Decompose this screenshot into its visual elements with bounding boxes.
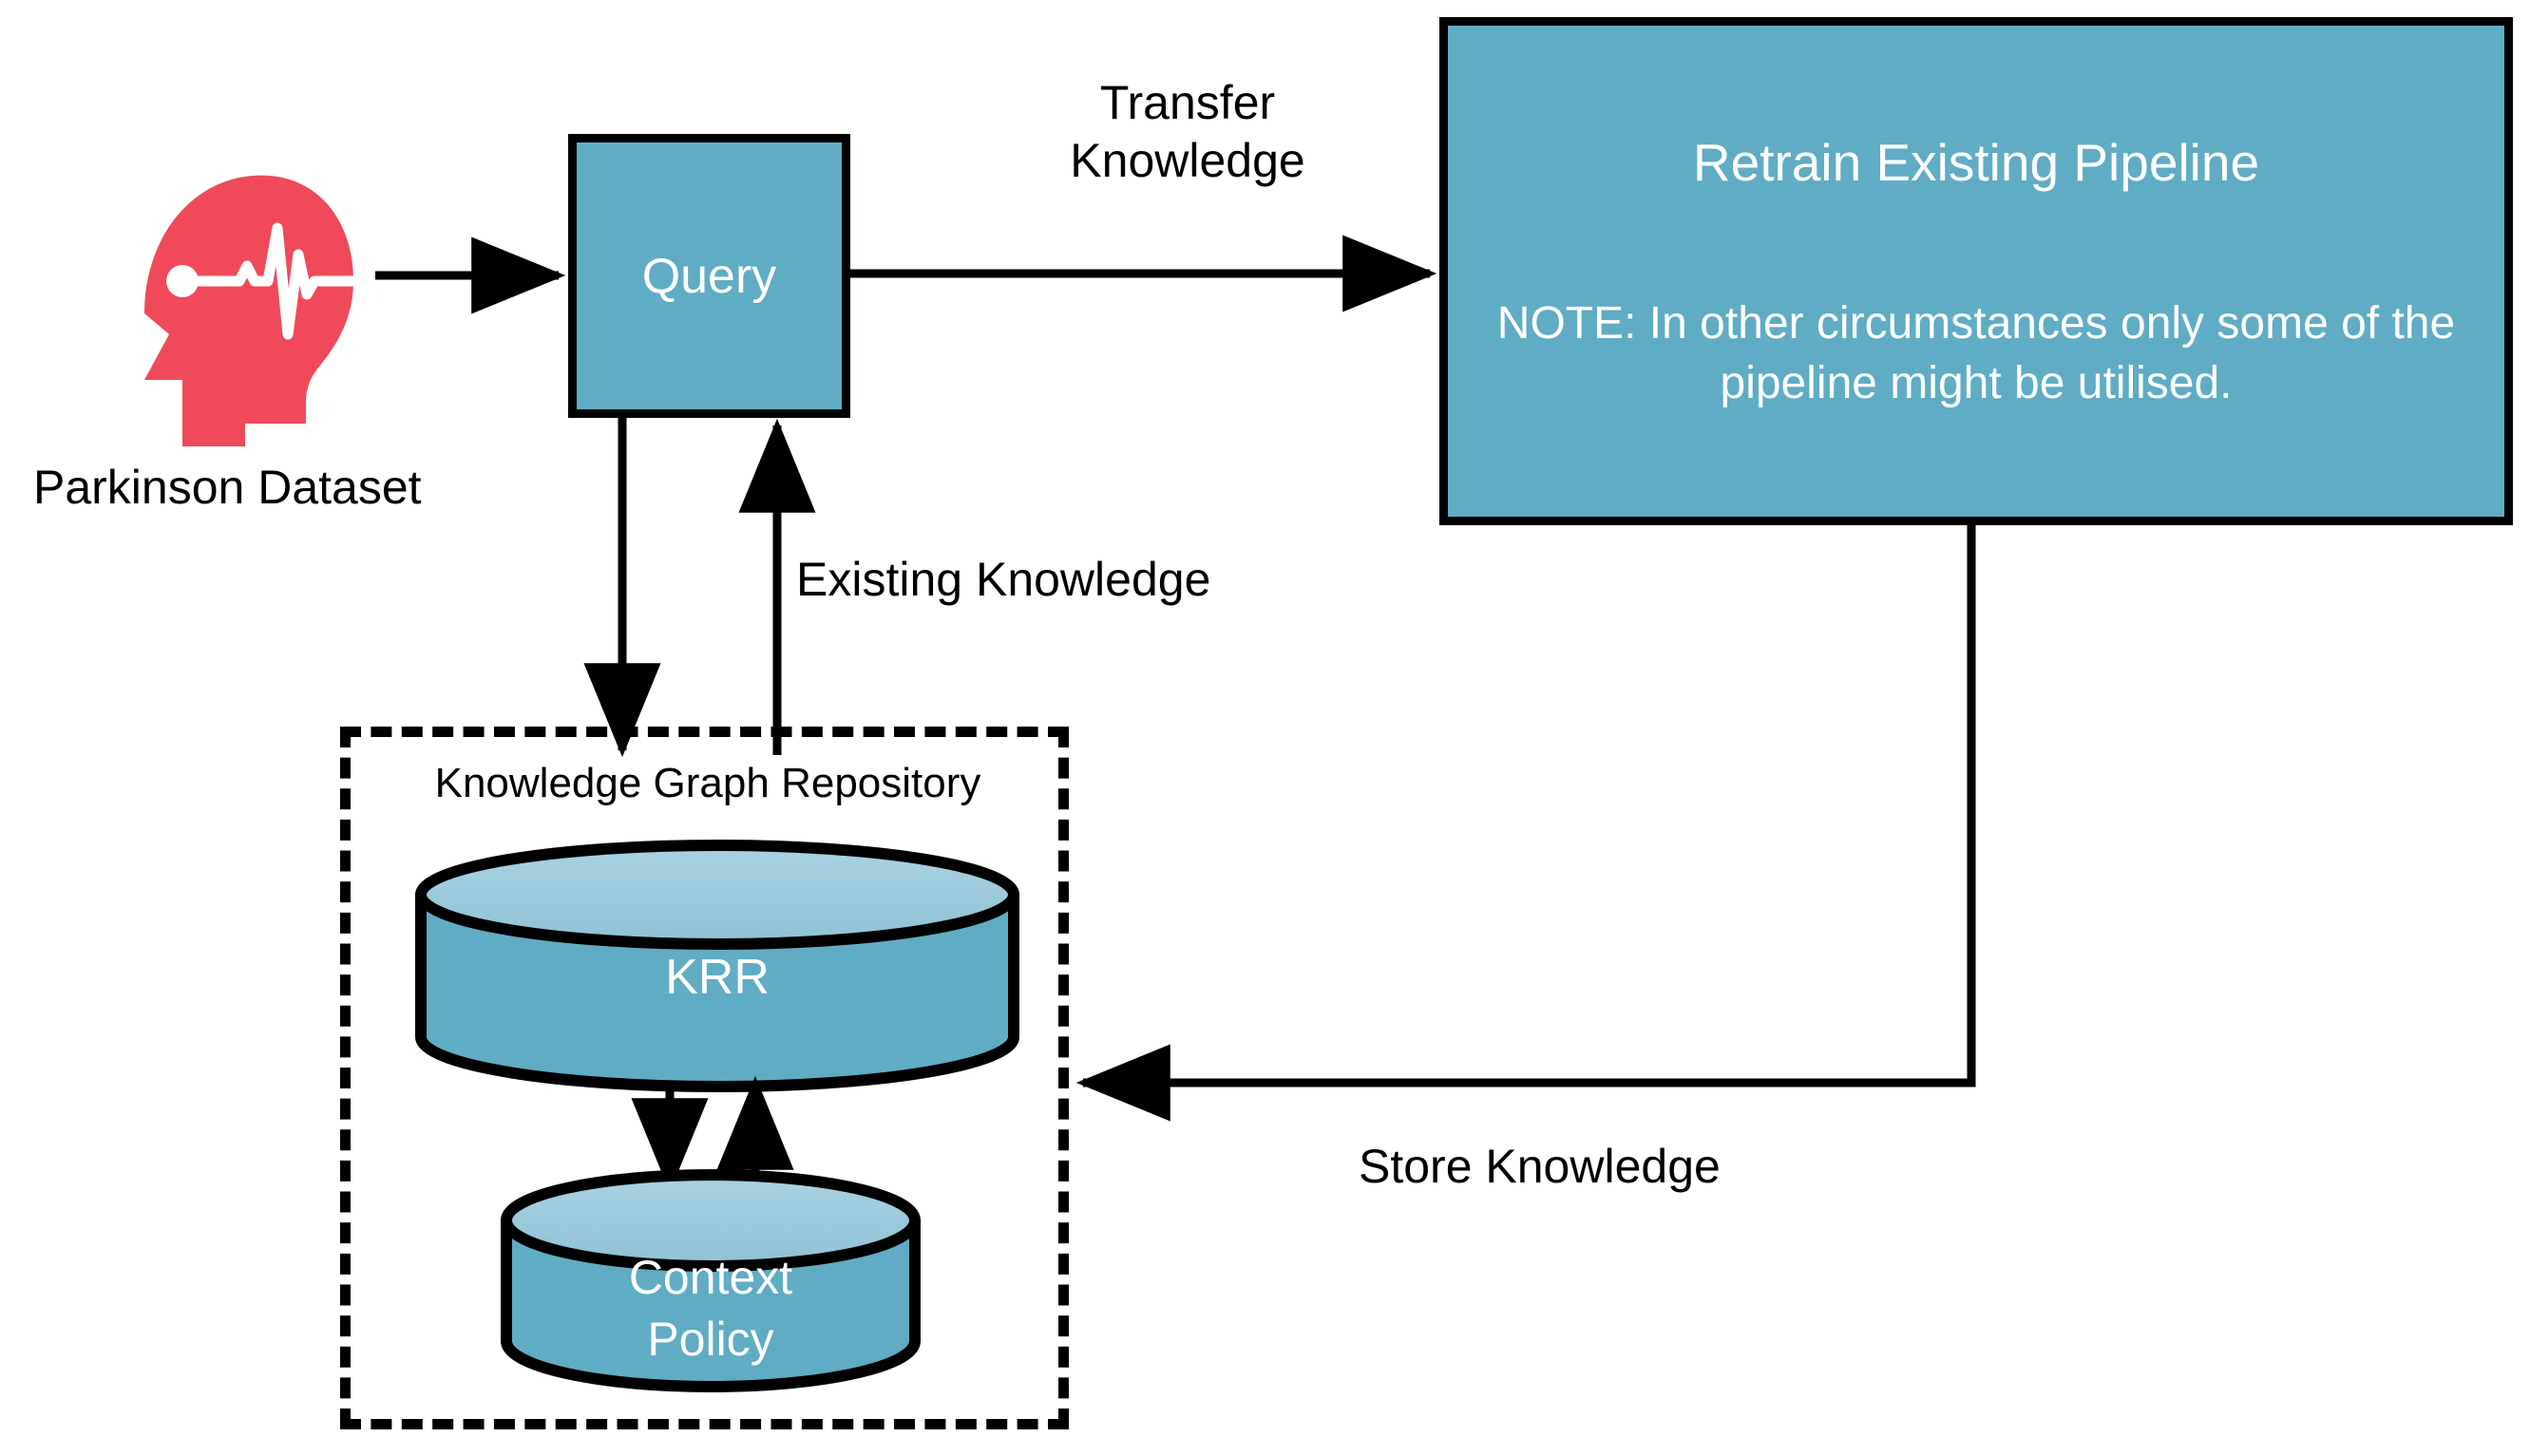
query-node-label: Query [641,248,777,304]
krr-cylinder [415,840,1019,1092]
context-policy-node-label-line1: Context [628,1251,793,1304]
head-pulse-icon [144,175,359,446]
context-policy-cylinder [501,1169,921,1392]
parkinson-dataset-caption: Parkinson Dataset [33,461,422,514]
pipeline-node[interactable]: Retrain Existing Pipeline NOTE: In other… [1439,17,2513,525]
edge-label-store-knowledge: Store Knowledge [1359,1140,1721,1193]
knowledge-graph-repository-label: Knowledge Graph Repository [434,760,981,806]
edge-label-existing-knowledge: Existing Knowledge [796,553,1211,606]
knowledge-graph-repository-container[interactable] [340,727,1069,1429]
query-node[interactable]: Query [568,134,850,418]
pipeline-node-title: Retrain Existing Pipeline [1692,133,2260,192]
edge-label-transfer-knowledge-line1: Transfer [1099,76,1276,129]
edge-pipeline-to-repository [1075,525,1976,1122]
pipeline-node-note: NOTE: In other circumstances only some o… [1496,298,2456,409]
context-policy-node-label-line2: Policy [647,1313,774,1366]
edge-label-transfer-knowledge-line2: Knowledge [1070,134,1305,187]
krr-node-label: KRR [665,950,770,1005]
